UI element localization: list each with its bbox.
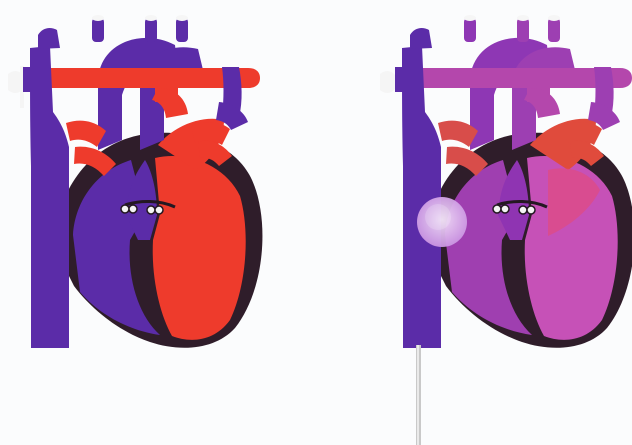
right-heart-panel (380, 15, 632, 445)
catheter-shaft (416, 345, 421, 445)
left-heart-panel (8, 15, 262, 348)
catheter-balloon (417, 197, 467, 247)
